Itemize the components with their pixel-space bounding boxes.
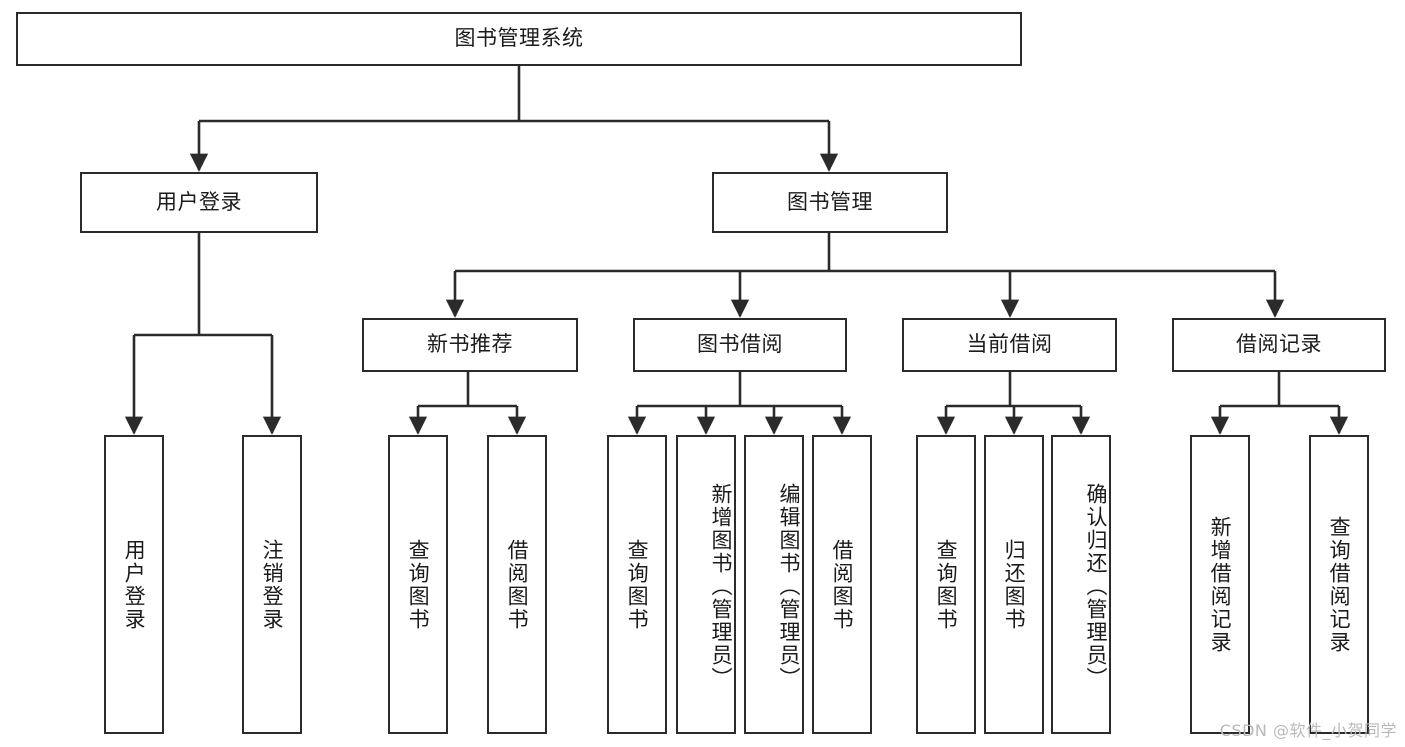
node-leaf-return-book[interactable]: 归还图书 [984,435,1044,734]
node-current-borrow-label: 当前借阅 [966,332,1053,357]
node-borrow-record[interactable]: 借阅记录 [1172,318,1386,372]
node-leaf-logout-label: 注销登录 [260,538,285,631]
node-leaf-query-book-3[interactable]: 查询图书 [916,435,976,734]
node-leaf-logout[interactable]: 注销登录 [242,435,302,734]
node-leaf-add-book-label: 新增图书（管理员） [709,483,733,690]
node-book-manage-label: 图书管理 [787,189,873,214]
node-leaf-confirm-return-label: 确认归还（管理员） [1084,483,1108,690]
node-leaf-user-login-label: 用户登录 [122,538,147,631]
node-leaf-borrow-book-1-label: 借阅图书 [505,538,530,631]
node-new-book-recommend[interactable]: 新书推荐 [362,318,578,372]
node-new-book-recommend-label: 新书推荐 [427,332,513,357]
node-leaf-query-book-1-label: 查询图书 [406,538,431,631]
node-leaf-borrow-book-2[interactable]: 借阅图书 [812,435,872,734]
node-book-manage[interactable]: 图书管理 [712,172,948,233]
node-book-borrow[interactable]: 图书借阅 [633,318,847,372]
node-user-login[interactable]: 用户登录 [80,172,318,233]
node-leaf-add-record[interactable]: 新增借阅记录 [1190,435,1250,734]
csdn-watermark: CSDN @软件_小贺同学 [1219,721,1397,740]
node-borrow-record-label: 借阅记录 [1236,332,1322,357]
node-leaf-edit-book[interactable]: 编辑图书（管理员） [744,435,804,734]
node-root-label: 图书管理系统 [454,26,584,51]
node-leaf-query-record-label: 查询借阅记录 [1327,515,1352,654]
node-leaf-borrow-book-1[interactable]: 借阅图书 [487,435,547,734]
node-leaf-query-book-2[interactable]: 查询图书 [607,435,667,734]
node-user-login-label: 用户登录 [156,189,242,214]
node-leaf-query-book-3-label: 查询图书 [934,538,959,631]
node-leaf-edit-book-label: 编辑图书（管理员） [777,483,801,690]
node-leaf-user-login[interactable]: 用户登录 [104,435,164,734]
node-leaf-return-book-label: 归还图书 [1002,538,1027,631]
node-root[interactable]: 图书管理系统 [16,12,1022,66]
node-leaf-query-book-2-label: 查询图书 [625,538,650,631]
node-leaf-add-book[interactable]: 新增图书（管理员） [676,435,736,734]
node-book-borrow-label: 图书借阅 [697,332,783,357]
node-leaf-confirm-return[interactable]: 确认归还（管理员） [1051,435,1111,734]
node-leaf-query-record[interactable]: 查询借阅记录 [1309,435,1369,734]
node-leaf-borrow-book-2-label: 借阅图书 [830,538,855,631]
node-leaf-add-record-label: 新增借阅记录 [1208,515,1233,654]
node-leaf-query-book-1[interactable]: 查询图书 [388,435,448,734]
node-current-borrow[interactable]: 当前借阅 [902,318,1117,372]
